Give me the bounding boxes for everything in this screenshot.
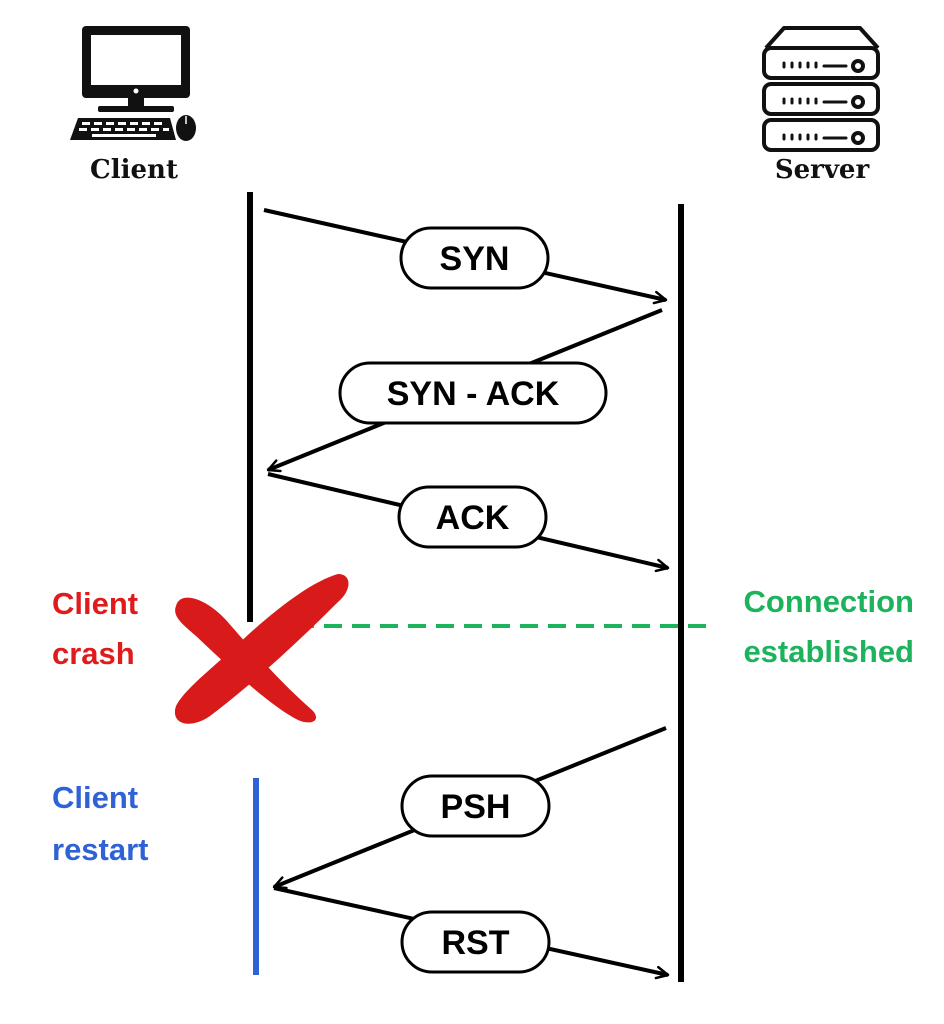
client-label: Client <box>90 155 178 185</box>
server-label: Server <box>775 155 870 185</box>
syn-ack-message: SYN - ACK <box>338 361 608 425</box>
ack-message: ACK <box>397 485 548 549</box>
psh-message: PSH <box>400 774 551 838</box>
psh-label: PSH <box>441 788 511 826</box>
desktop-computer-icon <box>70 26 196 141</box>
syn-label: SYN <box>440 240 510 278</box>
restart-note-line1: Client <box>52 780 138 815</box>
syn-ack-label: SYN - ACK <box>387 375 560 413</box>
restart-note-line2: restart <box>52 832 149 867</box>
rst-message: RST <box>400 910 551 974</box>
established-note-line2: established <box>743 634 914 669</box>
crash-note-line2: crash <box>52 636 135 671</box>
crash-note-line1: Client <box>52 586 138 621</box>
ack-label: ACK <box>436 499 510 537</box>
red-x-icon <box>174 574 349 724</box>
rst-label: RST <box>442 924 510 962</box>
established-note-line1: Connection <box>744 584 915 619</box>
syn-message: SYN <box>399 226 550 290</box>
server-rack-icon <box>762 26 880 152</box>
